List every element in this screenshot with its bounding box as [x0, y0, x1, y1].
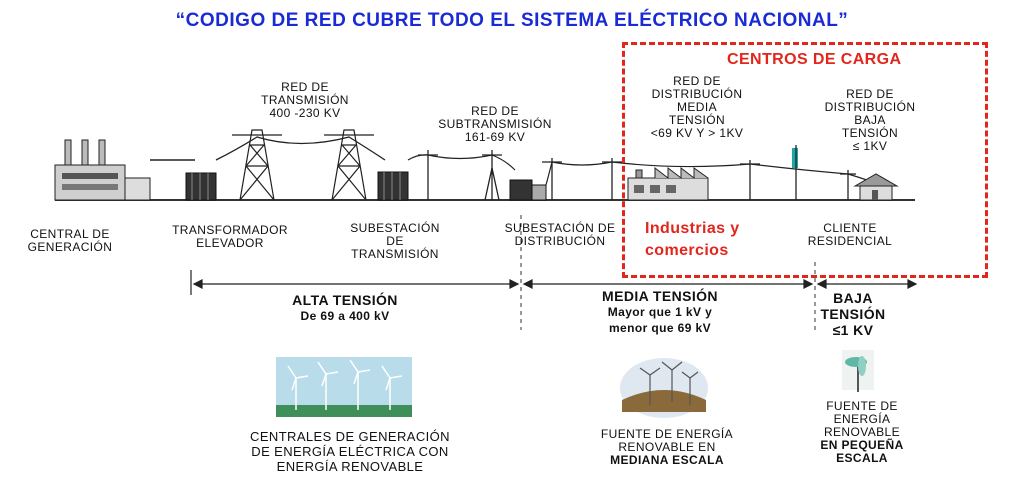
transmission-substation-label: SUBESTACIÓN DE TRANSMISIÓN	[335, 222, 455, 261]
subtransmission-pole-icon	[418, 150, 502, 200]
step-up-transformer-icon	[186, 173, 216, 200]
distribution-substation-icon	[510, 180, 546, 200]
residential-client-label: CLIENTE RESIDENCIAL	[795, 222, 905, 248]
medium-scale-renewable-image	[620, 358, 708, 418]
high-voltage-label: ALTA TENSIÓN De 69 a 400 kV	[255, 292, 435, 324]
medium-voltage-label: MEDIA TENSIÓN Mayor que 1 kV y menor que…	[570, 288, 750, 336]
wind-farm-image	[276, 357, 412, 417]
low-voltage-label: BAJA TENSIÓN ≤1 KV	[808, 290, 898, 338]
small-scale-turbine-image	[842, 350, 874, 392]
transmission-network-label: RED DE TRANSMISIÓN 400 -230 KV	[245, 81, 365, 120]
transmission-substation-icon	[378, 172, 408, 200]
small-renewable-label: FUENTE DE ENERGÍA RENOVABLE EN PEQUEÑA E…	[812, 400, 912, 465]
distribution-substation-label: SUBESTACIÓN DE DISTRIBUCIÓN	[490, 222, 630, 248]
medium-distribution-network-label: RED DE DISTRIBUCIÓN MEDIA TENSIÓN <69 KV…	[632, 75, 762, 140]
low-distribution-network-label: RED DE DISTRIBUCIÓN BAJA TENSIÓN ≤ 1KV	[810, 88, 930, 153]
subtransmission-network-label: RED DE SUBTRANSMISIÓN 161-69 KV	[425, 105, 565, 144]
central-generation-label: CENTRAL DE GENERACIÓN	[15, 228, 125, 254]
large-renewable-label: CENTRALES DE GENERACIÓN DE ENERGÍA ELÉCT…	[205, 429, 495, 474]
transmission-tower-icon	[232, 130, 282, 200]
medium-renewable-label: FUENTE DE ENERGÍA RENOVABLE EN MEDIANA E…	[582, 428, 752, 467]
power-plant-icon	[55, 140, 150, 200]
industries-label: Industrias y comercios	[645, 218, 795, 262]
step-up-transformer-label: TRANSFORMADOR ELEVADOR	[160, 224, 300, 250]
load-centers-title: CENTROS DE CARGA	[727, 49, 927, 71]
